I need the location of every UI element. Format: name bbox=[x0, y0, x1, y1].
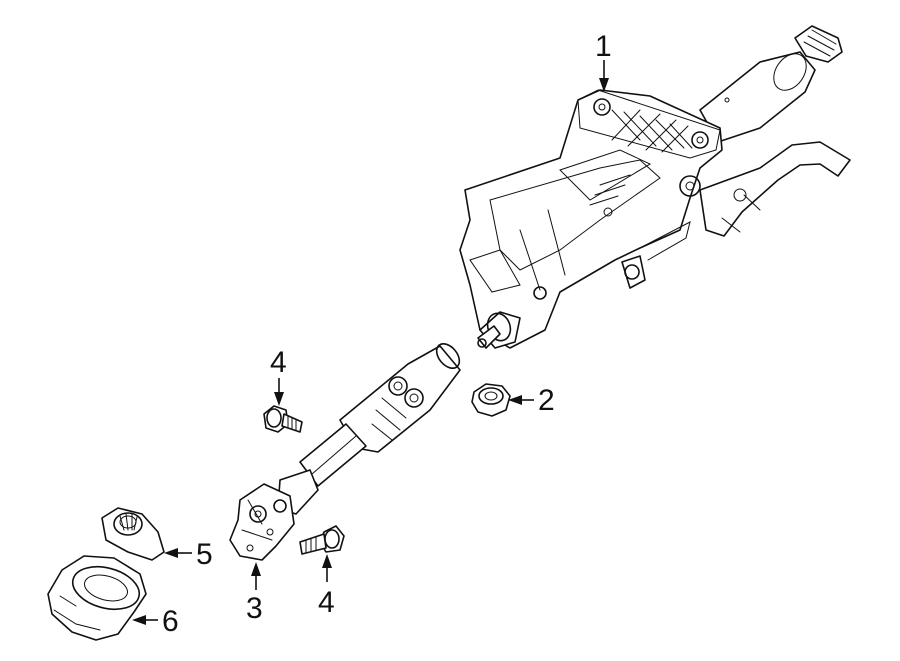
callout-label-1: 1 bbox=[595, 30, 612, 63]
callout-label-6: 6 bbox=[162, 605, 179, 638]
callout-5: 5 bbox=[164, 538, 213, 571]
boot bbox=[47, 555, 147, 641]
callout-label-4-upper: 4 bbox=[270, 346, 287, 379]
callout-3: 3 bbox=[246, 562, 263, 625]
bolt-upper bbox=[263, 405, 303, 433]
callout-1: 1 bbox=[595, 30, 612, 92]
steering-column-assembly bbox=[459, 25, 851, 349]
callout-label-2: 2 bbox=[538, 384, 555, 417]
callout-label-4-lower: 4 bbox=[318, 586, 335, 619]
intermediate-shaft bbox=[229, 343, 461, 561]
bolt-lower bbox=[299, 525, 345, 555]
callout-2: 2 bbox=[508, 384, 555, 417]
callout-4-lower: 4 bbox=[318, 554, 335, 619]
callout-label-5: 5 bbox=[196, 538, 213, 571]
seal bbox=[101, 507, 165, 561]
callout-6: 6 bbox=[132, 605, 179, 638]
nut bbox=[471, 383, 511, 417]
callout-4-upper: 4 bbox=[270, 346, 287, 406]
callout-label-3: 3 bbox=[246, 592, 263, 625]
